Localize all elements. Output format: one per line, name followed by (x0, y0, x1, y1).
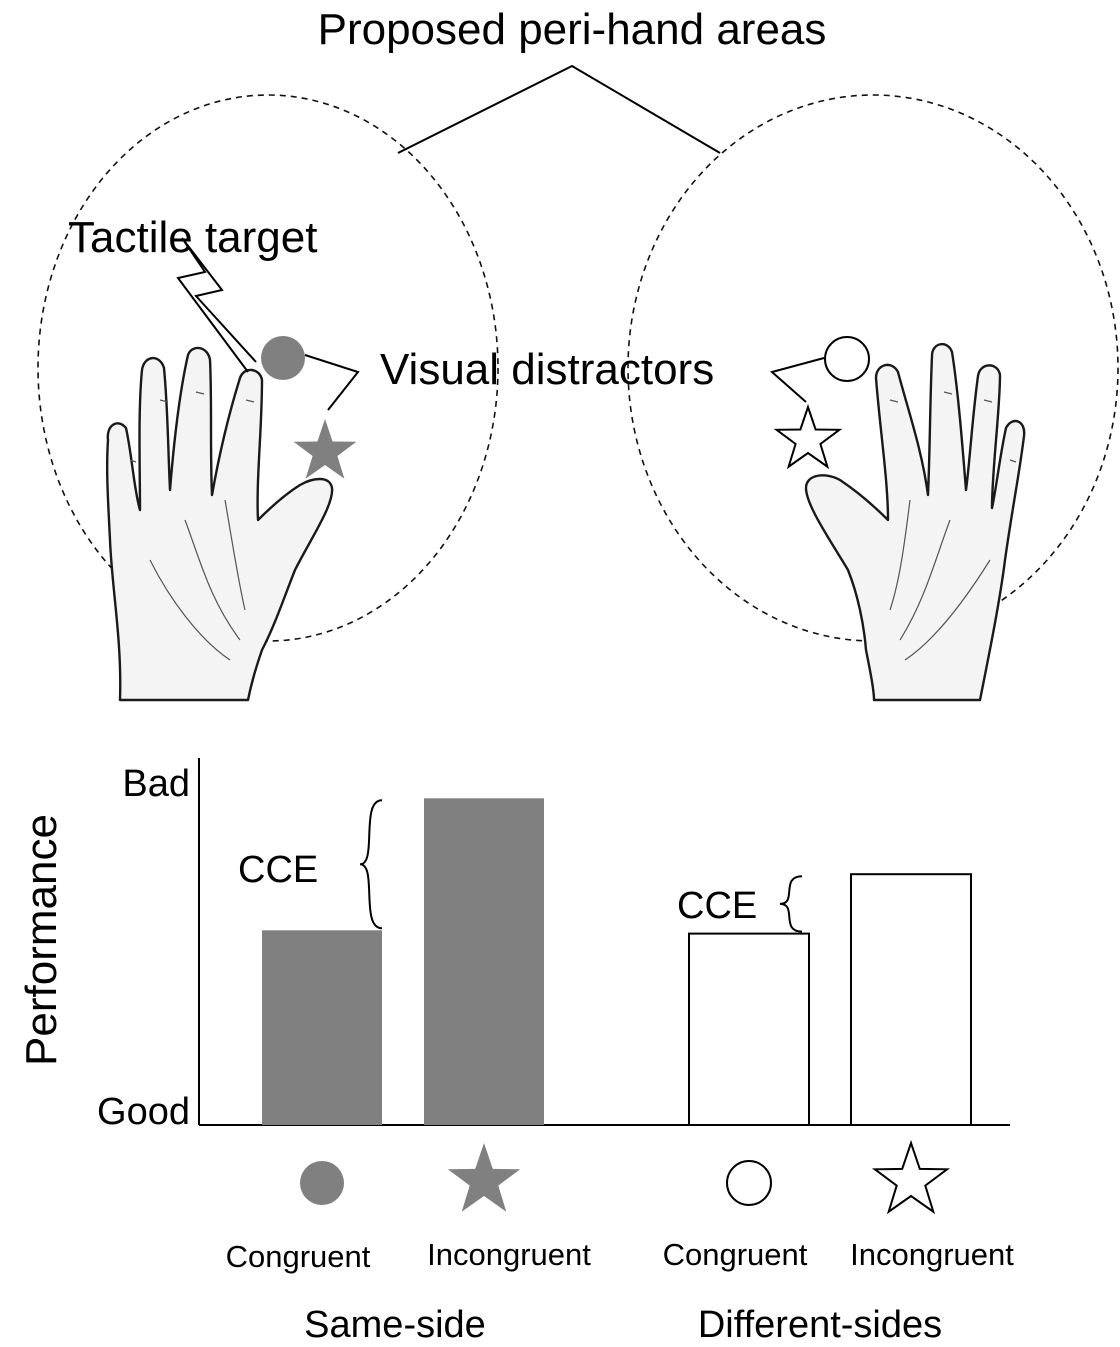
bar-chart: Bad Good Performance CCE CCE Congruent I… (17, 758, 1014, 1346)
right-hand-icon (804, 343, 1026, 702)
bar-diff-incongruent (850, 873, 972, 1127)
open-circle-icon (726, 1160, 772, 1206)
label-diff-congruent: Congruent (663, 1237, 808, 1272)
right-peri-hand-area (627, 94, 1119, 642)
tactile-target-label: Tactile target (68, 213, 317, 262)
group-same-side: Same-side (304, 1304, 486, 1346)
left-hand-icon (105, 346, 334, 702)
right-distractor-leader (769, 357, 825, 403)
open-circle-icon (824, 336, 870, 382)
cce-brace-same-side (359, 799, 383, 930)
label-same-incongruent: Incongruent (427, 1237, 591, 1272)
title-leader-line (397, 64, 721, 154)
cce-brace-different-sides (779, 875, 803, 933)
cce-label-different-sides: CCE (677, 885, 757, 927)
filled-star-icon (293, 419, 357, 479)
bar-diff-congruent (688, 932, 810, 1126)
group-different-sides: Different-sides (698, 1304, 942, 1346)
left-peri-hand-area (37, 94, 499, 642)
y-axis-label: Performance (17, 814, 66, 1066)
y-tick-good: Good (97, 1091, 190, 1133)
label-diff-incongruent: Incongruent (850, 1237, 1014, 1272)
bars-layer (262, 798, 972, 1215)
visual-distractors-label: Visual distractors (380, 345, 714, 394)
label-same-congruent: Congruent (226, 1239, 371, 1274)
bar-same-congruent (262, 930, 382, 1125)
left-distractor-leader (304, 354, 360, 411)
open-star-icon (773, 403, 843, 470)
filled-star-icon (447, 1143, 521, 1212)
open-star-icon (871, 1139, 951, 1215)
cce-label-same-side: CCE (238, 849, 318, 891)
lightning-bolt-icon (176, 237, 257, 373)
filled-circle-icon (300, 1161, 344, 1205)
filled-circle-icon (261, 336, 305, 380)
y-tick-bad: Bad (122, 763, 190, 805)
bar-same-incongruent (424, 798, 544, 1125)
top-title: Proposed peri-hand areas (318, 5, 827, 54)
